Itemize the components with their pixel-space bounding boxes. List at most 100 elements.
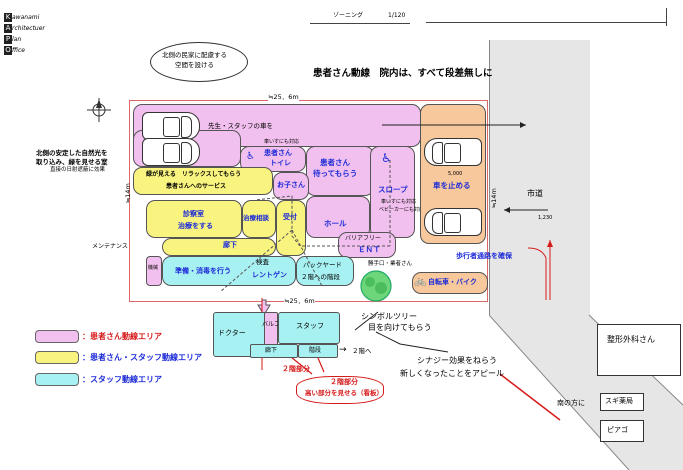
top-width-dim: ≒25．6m bbox=[268, 93, 299, 101]
prep-zone bbox=[162, 256, 296, 286]
wheelchair-icon-slope: ♿ bbox=[381, 151, 392, 165]
toilet-label-2: トイレ bbox=[270, 159, 291, 167]
prep-label: 準備・消毒を行う bbox=[175, 267, 231, 275]
slope-note-1: 車いすにも対応 bbox=[381, 199, 417, 205]
legend-swatch-patient bbox=[35, 330, 79, 343]
neighbor-sugi bbox=[600, 393, 644, 411]
machine-zone bbox=[146, 256, 162, 286]
synergy-label-1: シナジー効果をねらう bbox=[417, 356, 497, 365]
logo-word-2: rchitectuer bbox=[12, 25, 45, 32]
balcony-label: バルコニー bbox=[262, 321, 292, 328]
exam-label-2: 治療をする bbox=[178, 222, 213, 230]
doctor-label: ドクター bbox=[218, 329, 246, 337]
bicycle-icon: 🚲 bbox=[414, 276, 427, 287]
inspection-label: 検査 bbox=[256, 258, 269, 266]
city-road-label: 市道 bbox=[527, 189, 543, 198]
logo-initial-k: K bbox=[4, 13, 12, 22]
ent-label: ＥＮＴ bbox=[358, 245, 381, 254]
floor2-note-1: ２階部分 bbox=[330, 378, 358, 386]
treatment-label: 治療相談 bbox=[243, 214, 269, 222]
hall-zone bbox=[306, 196, 370, 238]
waiting-label-1: 患者さん bbox=[320, 158, 350, 167]
floor2-note-2: 高い部分を見せる（看板） bbox=[305, 389, 383, 397]
stairs-label: 階段 bbox=[309, 347, 322, 354]
toilet-label-1: 患者さん bbox=[264, 149, 292, 157]
neighbor-orthopedics-label: 整形外科さん bbox=[607, 335, 655, 344]
exam-label-1: 診察室 bbox=[183, 210, 204, 218]
road-dim: 1,230 bbox=[538, 215, 553, 221]
balcony-zone bbox=[264, 312, 278, 346]
service-zone bbox=[133, 167, 273, 195]
bicycle-zone bbox=[412, 272, 488, 294]
logo-word-1: awanami bbox=[12, 14, 40, 21]
logo-initial-p: P bbox=[4, 35, 12, 44]
staff-room-label: スタッフ bbox=[296, 322, 324, 330]
treatment-zone bbox=[242, 200, 276, 238]
doctor-zone bbox=[213, 312, 267, 357]
header-underline bbox=[310, 23, 410, 24]
north-compass-icon bbox=[87, 98, 111, 122]
staff-parking-label: 先生・スタッフの車を bbox=[208, 122, 273, 130]
stairs-to-2f-label: ２階への階段 bbox=[301, 273, 340, 281]
toilet-wheelchair-note: 車いすにも対応 bbox=[264, 139, 300, 145]
north-nature-sub: 直接の日射遮蔽に効果 bbox=[50, 167, 106, 173]
reception-zone bbox=[276, 200, 306, 256]
synergy-label-2: 新しくなったことをアピール bbox=[400, 369, 504, 378]
barrier-free-zone bbox=[338, 232, 396, 258]
waiting-zone bbox=[306, 146, 374, 196]
floor2-note-cloud bbox=[296, 376, 384, 404]
kids-zone bbox=[273, 172, 309, 200]
parking-dim: 5,000 bbox=[448, 171, 463, 177]
park-car-label: 車を止める bbox=[433, 181, 471, 190]
drawing-scale: 1/120 bbox=[388, 12, 406, 19]
maintenance-label: メンテナンス bbox=[92, 243, 128, 250]
symbol-tree-label-2: 目を向けてもらう bbox=[368, 323, 432, 332]
stairs-zone bbox=[298, 344, 338, 358]
neighbor-piago bbox=[600, 420, 644, 442]
neighbor-orthopedics bbox=[597, 324, 681, 376]
reception-label: 受付 bbox=[283, 213, 297, 221]
legend-label-patient: ：患者さん動線エリア bbox=[82, 332, 162, 341]
to-2f-arrow: → bbox=[339, 345, 347, 355]
corridor2-zone bbox=[250, 344, 298, 358]
legend-swatch-shared bbox=[35, 351, 79, 364]
backyard-label: バックヤード bbox=[303, 261, 342, 269]
top-frame-line bbox=[426, 22, 666, 23]
north-private-note-2: 空間を設ける bbox=[175, 61, 214, 69]
north-nature-note-2: 取り込み、緑を見せる室 bbox=[36, 158, 108, 166]
north-private-note-1: 北側の民家に配慮する bbox=[162, 51, 227, 59]
staff-room-zone bbox=[278, 312, 340, 344]
slope-label: スロープ bbox=[378, 185, 408, 194]
tree-icon bbox=[360, 270, 392, 302]
south-label: 南の方に bbox=[557, 399, 585, 407]
hall-label: ホール bbox=[324, 219, 347, 228]
legend-label-staff: ：スタッフ動線エリア bbox=[82, 375, 162, 384]
xray-label: レントゲン bbox=[252, 271, 287, 279]
exam-zone bbox=[146, 200, 242, 238]
bicycle-label: 自転車・バイク bbox=[428, 278, 477, 286]
car-icon-2 bbox=[142, 138, 200, 166]
car-icon-1 bbox=[142, 112, 200, 140]
corridor-label: 廊下 bbox=[223, 241, 237, 249]
corridor2-label: 廊下 bbox=[265, 347, 278, 354]
staff-entry-label: 勝手口・業者さん bbox=[368, 261, 413, 267]
kids-label: お子さん bbox=[277, 181, 305, 189]
service-label: 患者さんへのサービス bbox=[166, 183, 227, 190]
backyard-zone bbox=[296, 256, 354, 286]
legend-swatch-staff bbox=[35, 373, 79, 386]
city-road bbox=[489, 40, 590, 315]
to-2f-label: ２階へ bbox=[352, 347, 372, 355]
symbol-tree-label-1: シンボルツリー bbox=[361, 312, 417, 321]
right-frame-line bbox=[666, 8, 667, 26]
neighbor-sugi-label: スギ薬局 bbox=[605, 397, 633, 405]
machine-label: 機械 bbox=[148, 265, 159, 271]
waiting-label-2: 待ってもらう bbox=[313, 169, 358, 178]
legend-label-shared: ：患者さん・スタッフ動線エリア bbox=[82, 353, 202, 362]
slope-note-2: ベビーカーにも対応 bbox=[379, 207, 425, 213]
corridor-zone bbox=[162, 238, 276, 256]
logo-initial-a: A bbox=[4, 24, 12, 33]
pedestrian-label: 歩行者通路を確保 bbox=[456, 252, 512, 260]
floor2-part-label: ２階部分 bbox=[282, 365, 310, 373]
bottom-width-dim: ≒25．6m bbox=[284, 297, 315, 305]
